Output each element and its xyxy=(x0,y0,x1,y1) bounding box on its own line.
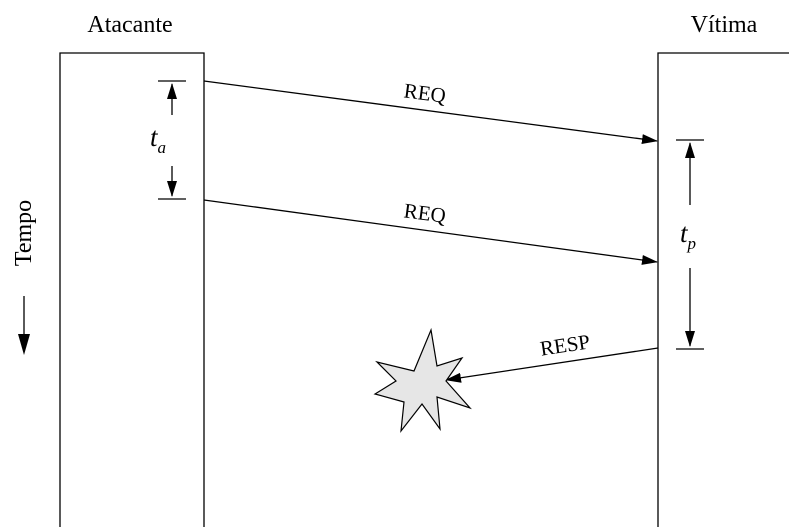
ta-label: ta xyxy=(150,122,166,157)
time-axis-label: Tempo xyxy=(11,200,37,266)
victim-timeline xyxy=(657,52,789,527)
req-label-2: REQ xyxy=(403,198,448,227)
explosion-icon xyxy=(373,327,472,434)
req-arrow-1 xyxy=(203,80,658,144)
req-arrow-2 xyxy=(203,199,658,265)
victim-label: Vítima xyxy=(691,12,758,38)
time-axis-arrowhead xyxy=(18,334,30,355)
req-label-1: REQ xyxy=(403,78,448,107)
resp-arrow xyxy=(445,347,659,383)
tp-label: tp xyxy=(680,218,696,253)
resp-label: RESP xyxy=(538,329,591,360)
attacker-label: Atacante xyxy=(87,12,172,38)
attacker-timeline xyxy=(59,52,205,527)
